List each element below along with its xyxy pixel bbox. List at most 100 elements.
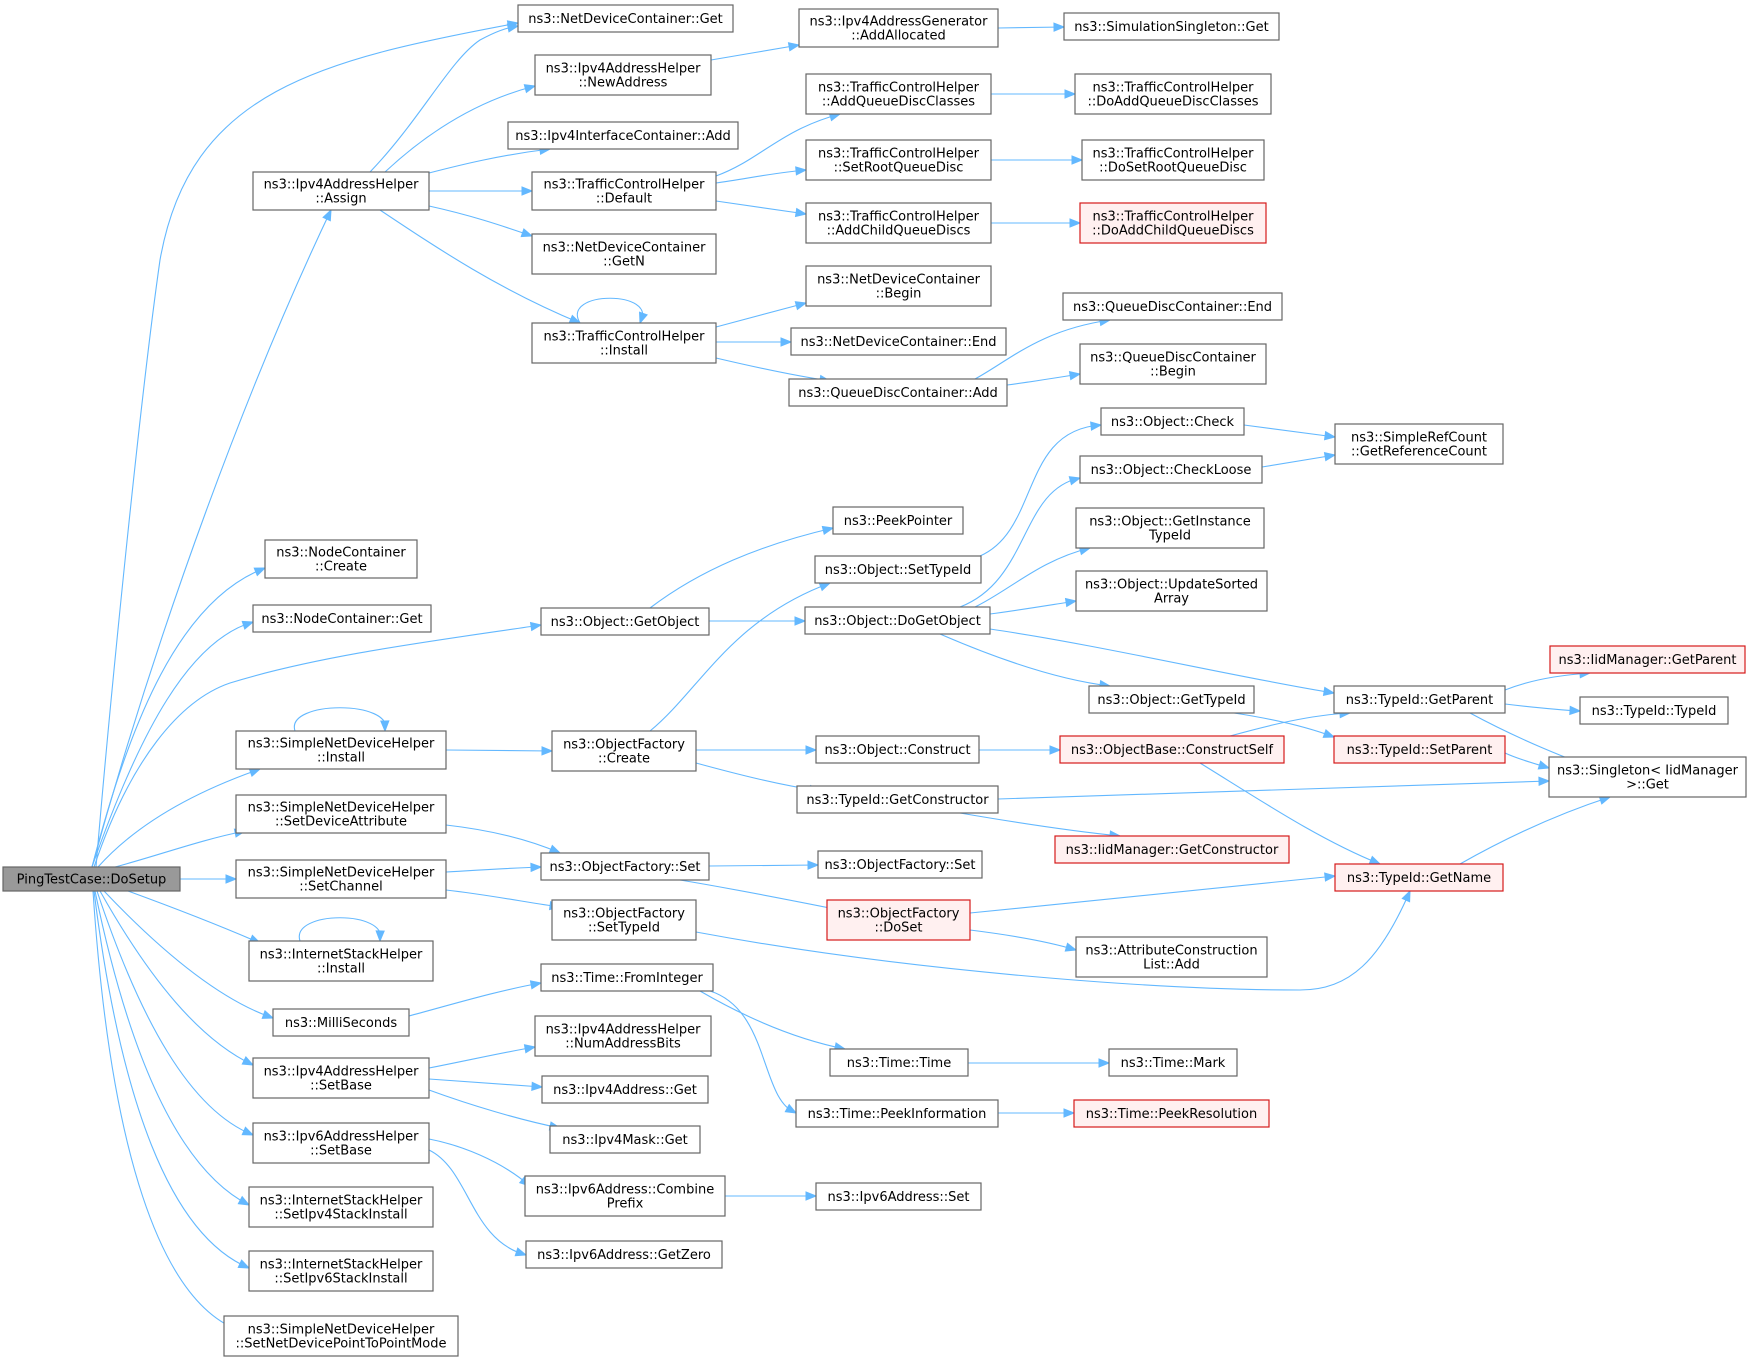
node-tch-addchild[interactable]: ns3::TrafficControlHelper::AddChildQueue… (805, 202, 992, 244)
edge-line (649, 527, 834, 609)
node-tid-typeid[interactable]: ns3::TypeId::TypeId (1579, 696, 1729, 725)
node-ipv6-set[interactable]: ns3::Ipv6Address::Set (815, 1182, 982, 1211)
node-sndh-setdevattr[interactable]: ns3::SimpleNetDeviceHelper::SetDeviceAtt… (235, 794, 447, 834)
node-label: ns3::NetDeviceContainer::End (800, 335, 996, 350)
node-tch-doaddchild[interactable]: ns3::TrafficControlHelper::DoAddChildQue… (1079, 202, 1267, 244)
edge-root-to-sndh_setdevattr (114, 828, 247, 868)
node-ipv4mask-get[interactable]: ns3::Ipv4Mask::Get (549, 1125, 701, 1154)
node-tch-doaddqdc[interactable]: ns3::TrafficControlHelper::DoAddQueueDis… (1074, 73, 1272, 115)
node-box (235, 794, 447, 834)
node-tid-getparent[interactable]: ns3::TypeId::GetParent (1333, 685, 1506, 714)
node-ndc-getn[interactable]: ns3::NetDeviceContainer::GetN (531, 233, 717, 275)
node-tch-default[interactable]: ns3::TrafficControlHelper::Default (531, 171, 717, 211)
node-of-settypeid[interactable]: ns3::ObjectFactory::SetTypeId (551, 899, 697, 941)
node-of-set2[interactable]: ns3::ObjectFactory::Set (817, 850, 983, 879)
node-box (798, 8, 999, 48)
node-qdc-end[interactable]: ns3::QueueDiscContainer::End (1062, 292, 1283, 321)
node-root[interactable]: PingTestCase::DoSetup (2, 866, 181, 892)
node-tch-setroot[interactable]: ns3::TrafficControlHelper::SetRootQueueD… (805, 139, 992, 181)
node-obj-check[interactable]: ns3::Object::Check (1100, 407, 1245, 436)
node-obj-dogetobject[interactable]: ns3::Object::DoGetObject (804, 606, 991, 635)
node-label: ns3::Ipv6Address::Combine (536, 1183, 714, 1198)
node-box (804, 606, 991, 635)
node-objbase-constructself[interactable]: ns3::ObjectBase::ConstructSelf (1059, 735, 1285, 764)
node-peekpointer[interactable]: ns3::PeekPointer (832, 506, 964, 535)
node-ipv4gen-addalloc[interactable]: ns3::Ipv4AddressGenerator::AddAllocated (798, 8, 999, 48)
edge-obj_getobject-to-obj_dogetobject (709, 616, 807, 626)
node-label: ns3::TypeId::GetConstructor (806, 793, 989, 808)
node-label: ::Create (598, 752, 650, 767)
node-iid-getconstructor[interactable]: ns3::IidManager::GetConstructor (1054, 835, 1290, 864)
node-time-peekinfo[interactable]: ns3::Time::PeekInformation (795, 1099, 999, 1128)
node-ish-setipv4[interactable]: ns3::InternetStackHelper::SetIpv4StackIn… (248, 1186, 434, 1228)
node-ish-setipv6[interactable]: ns3::InternetStackHelper::SetIpv6StackIn… (248, 1250, 434, 1292)
node-of-doset[interactable]: ns3::ObjectFactory::DoSet (826, 899, 971, 941)
node-ndc-begin[interactable]: ns3::NetDeviceContainer::Begin (805, 265, 992, 307)
edge-line (959, 812, 1121, 837)
edge-sndh_setdevattr-to-of_set (445, 824, 562, 854)
edge-tch_default-to-tch_addqdc (715, 112, 842, 177)
edge-line (989, 600, 1077, 615)
edge-root-to-obj_getobject (93, 621, 543, 868)
node-ipv4-numaddrbits[interactable]: ns3::Ipv4AddressHelper::NumAddressBits (534, 1015, 712, 1057)
node-ipv4address-get[interactable]: ns3::Ipv4Address::Get (541, 1075, 709, 1104)
node-singleton-get[interactable]: ns3::Singleton< IidManager >::Get (1548, 756, 1747, 798)
node-ipv4-setbase[interactable]: ns3::Ipv4AddressHelper::SetBase (252, 1057, 430, 1099)
node-obj-getobject[interactable]: ns3::Object::GetObject (540, 607, 710, 636)
node-time-time[interactable]: ns3::Time::Time (829, 1048, 969, 1077)
node-node-create[interactable]: ns3::NodeContainer::Create (264, 539, 418, 579)
node-label: ns3::TypeId::TypeId (1592, 704, 1717, 719)
node-tch-install[interactable]: ns3::TrafficControlHelper::Install (531, 322, 717, 364)
node-obj-gettypeid[interactable]: ns3::Object::GetTypeId (1088, 685, 1255, 714)
edge-root-to-node_create (91, 567, 267, 868)
node-of-create[interactable]: ns3::ObjectFactory::Create (551, 730, 697, 772)
node-ndc-end[interactable]: ns3::NetDeviceContainer::End (790, 327, 1007, 356)
edge-milliseconds-to-time_frominteger (408, 980, 543, 1017)
node-obj-settypeid[interactable]: ns3::Object::SetTypeId (814, 555, 982, 584)
node-simplerc-getref[interactable]: ns3::SimpleRefCount::GetReferenceCount (1334, 423, 1504, 465)
node-of-set[interactable]: ns3::ObjectFactory::Set (540, 852, 710, 881)
node-simsingleton-get[interactable]: ns3::SimulationSingleton::Get (1063, 12, 1280, 41)
node-time-frominteger[interactable]: ns3::Time::FromInteger (540, 963, 714, 992)
node-tch-addqdc[interactable]: ns3::TrafficControlHelper::AddQueueDiscC… (805, 73, 992, 115)
node-ish-install[interactable]: ns3::InternetStackHelper::Install (248, 940, 434, 982)
node-tid-getconstructor[interactable]: ns3::TypeId::GetConstructor (796, 785, 999, 814)
node-obj-construct[interactable]: ns3::Object::Construct (815, 735, 980, 764)
edge-sndh_setchannel-to-of_set (445, 862, 543, 873)
node-label: ns3::SimpleNetDeviceHelper (248, 801, 435, 816)
node-time-peekres[interactable]: ns3::Time::PeekResolution (1073, 1099, 1270, 1128)
node-ipv4-assign[interactable]: ns3::Ipv4AddressHelper::Assign (252, 171, 430, 211)
edge-tch_setroot-to-tch_dosetroot (991, 155, 1084, 165)
edge-tch_addqdc-to-tch_doaddqdc (991, 89, 1077, 99)
node-sndh-setchannel[interactable]: ns3::SimpleNetDeviceHelper::SetChannel (235, 859, 447, 899)
node-ipv4-newaddr[interactable]: ns3::Ipv4AddressHelper::NewAddress (534, 54, 712, 96)
node-time-mark[interactable]: ns3::Time::Mark (1108, 1048, 1238, 1077)
node-sndh-setp2p[interactable]: ns3::SimpleNetDeviceHelper::SetNetDevice… (223, 1315, 459, 1357)
node-ipv6-setbase[interactable]: ns3::Ipv6AddressHelper::SetBase (252, 1122, 430, 1164)
node-tid-getname[interactable]: ns3::TypeId::GetName (1334, 863, 1504, 892)
node-tch-dosetroot[interactable]: ns3::TrafficControlHelper::DoSetRootQueu… (1081, 139, 1265, 181)
node-label: ::AddAllocated (851, 29, 945, 44)
node-label: ns3::Object::Construct (824, 743, 970, 758)
node-tid-setparent[interactable]: ns3::TypeId::SetParent (1333, 735, 1506, 764)
node-qdc-add[interactable]: ns3::QueueDiscContainer::Add (788, 378, 1008, 407)
node-obj-checkloose[interactable]: ns3::Object::CheckLoose (1079, 455, 1263, 484)
node-ipv6-getzero[interactable]: ns3::Ipv6Address::GetZero (525, 1240, 723, 1269)
node-sndh-install[interactable]: ns3::SimpleNetDeviceHelper::Install (235, 730, 447, 770)
edge-arrowhead (1322, 728, 1336, 738)
node-node-get[interactable]: ns3::NodeContainer::Get (252, 604, 432, 633)
node-iid-getparent[interactable]: ns3::IidManager::GetParent (1549, 645, 1746, 674)
edge-time_frominteger-to-time_peekinfo (709, 990, 798, 1114)
node-ipv4ic-add[interactable]: ns3::Ipv4InterfaceContainer::Add (507, 121, 739, 150)
edge-line (959, 477, 1081, 608)
node-label: PingTestCase::DoSetup (17, 873, 167, 888)
edge-line (974, 319, 1111, 380)
node-ndc-get[interactable]: ns3::NetDeviceContainer::Get (517, 4, 734, 33)
node-milliseconds[interactable]: ns3::MilliSeconds (272, 1008, 410, 1037)
edge-obj_checkloose-to-simplerc_getref (1261, 452, 1337, 468)
node-qdc-begin[interactable]: ns3::QueueDiscContainer::Begin (1079, 343, 1267, 385)
